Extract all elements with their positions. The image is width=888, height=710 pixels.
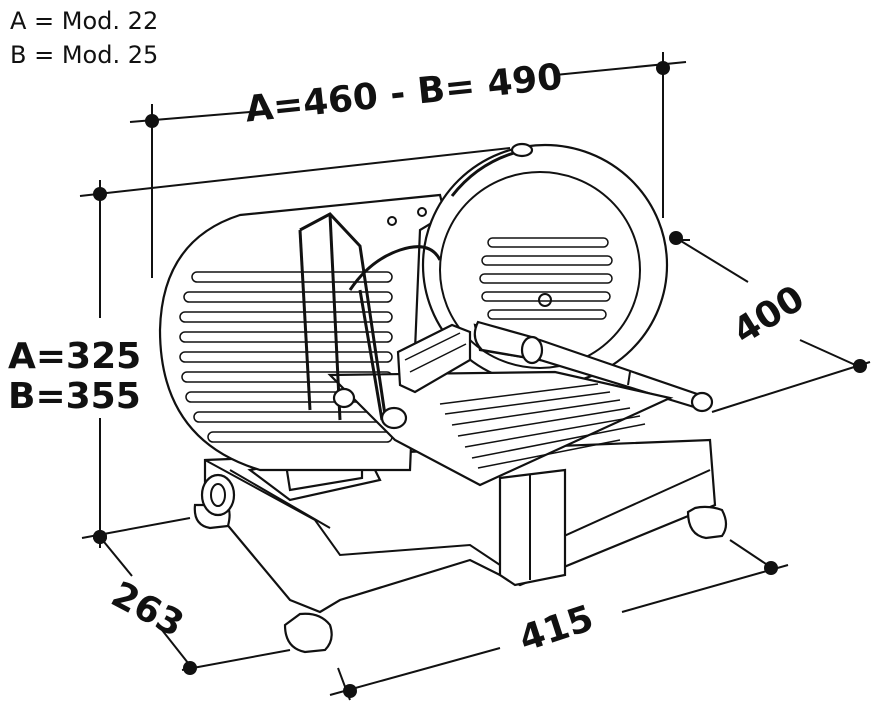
tray-slots — [439, 383, 646, 469]
base-depth-label: 263 — [105, 574, 191, 645]
blade-vents — [479, 237, 613, 320]
width-label: A=460 - B= 490 — [243, 57, 564, 131]
dimension-height: A=325 B=355 — [8, 147, 511, 548]
height-label-b: B=355 — [8, 376, 141, 417]
depth-label: 400 — [726, 278, 811, 353]
food-pusher — [298, 212, 472, 430]
meat-slicer-illustration — [158, 142, 728, 654]
dimension-depth: 400 — [669, 231, 871, 413]
legend-model-b: B = Mod. 25 — [10, 41, 159, 69]
carriage-handle — [473, 320, 714, 413]
carriage-tray — [327, 370, 674, 487]
legend-model-a: A = Mod. 22 — [10, 7, 159, 35]
height-label-a: A=325 — [8, 336, 141, 377]
base-width-label: 415 — [514, 598, 598, 660]
slicer-base — [193, 438, 728, 654]
model-legend: A = Mod. 22 B = Mod. 25 — [10, 4, 158, 72]
